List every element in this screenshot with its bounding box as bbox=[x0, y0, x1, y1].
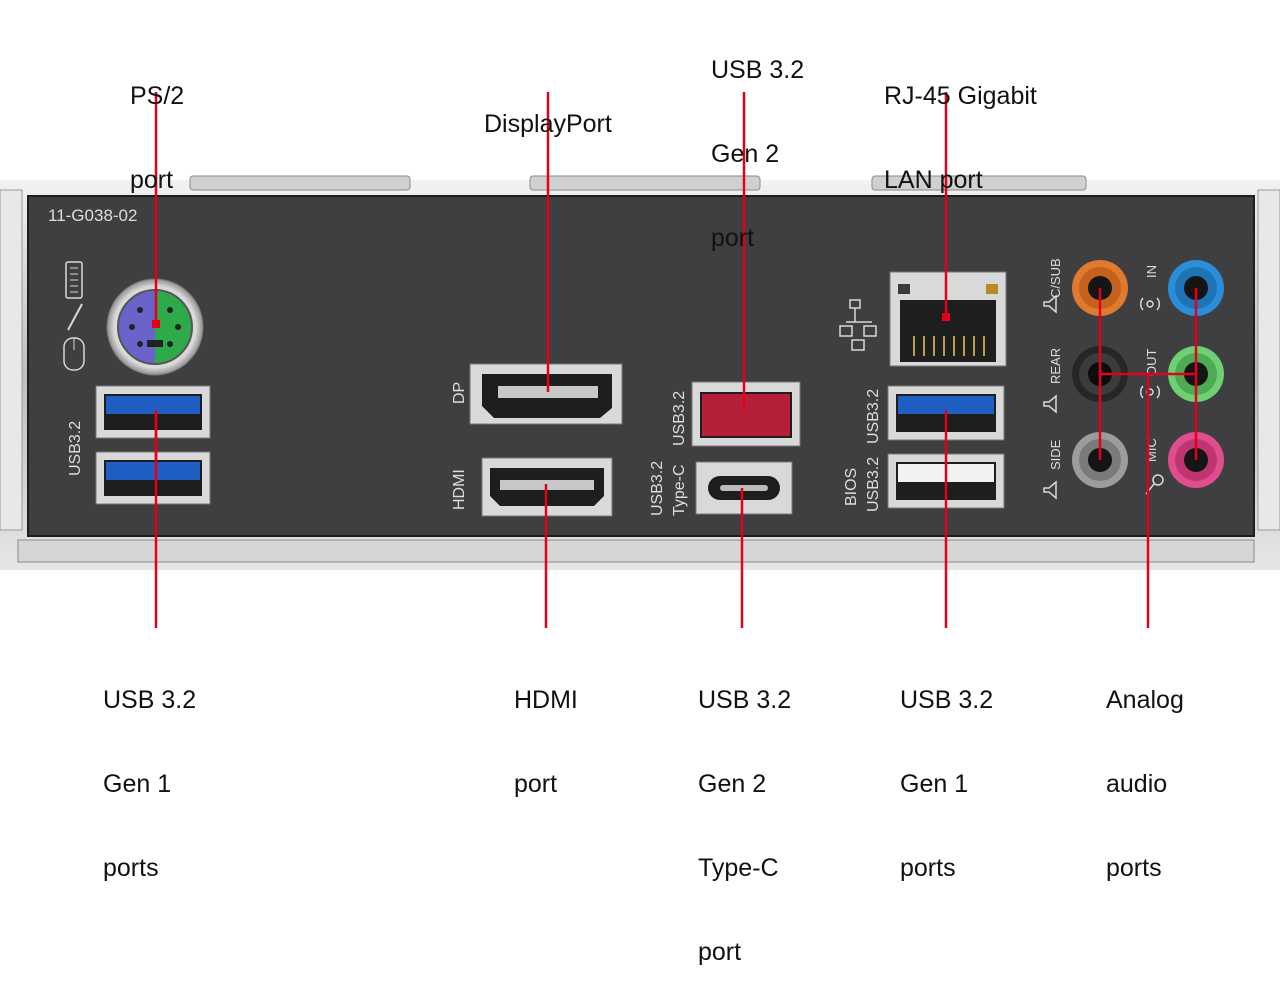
hdmi-label: HDMI bbox=[451, 469, 468, 510]
callout-audio-line1: Analog bbox=[1106, 686, 1184, 714]
callout-hdmi-line2: port bbox=[514, 770, 558, 798]
callout-displayport: DisplayPort bbox=[484, 54, 612, 166]
dp-label: DP bbox=[451, 382, 468, 404]
usb32-left-ports bbox=[95, 385, 211, 505]
leader-ps2 bbox=[152, 92, 160, 328]
callout-rj45-line1: RJ-45 Gigabit bbox=[884, 82, 1037, 110]
callout-usb-gen2-line3: port bbox=[711, 224, 755, 252]
panel-face bbox=[27, 195, 1255, 537]
keyboard-icon bbox=[65, 261, 83, 299]
audio-label-rear: REAR bbox=[1048, 348, 1063, 384]
leader-rj45 bbox=[942, 92, 950, 321]
callout-audio-line2: audio bbox=[1106, 770, 1168, 798]
callout-rj45-line2: LAN port bbox=[884, 166, 983, 194]
slash-divider bbox=[67, 303, 83, 331]
usb32-gen2-red-port bbox=[691, 381, 801, 447]
usb32-right-label: USB3.2 bbox=[865, 389, 882, 444]
callout-usb-gen1-right-line1: USB 3.2 bbox=[900, 686, 994, 714]
callout-hdmi: HDMI port bbox=[514, 630, 578, 826]
callout-displayport-line1: DisplayPort bbox=[484, 110, 612, 138]
callout-usb-gen1-right-line2: Gen 1 bbox=[900, 770, 969, 798]
callout-usb-gen2: USB 3.2 Gen 2 port bbox=[711, 0, 804, 280]
callout-usb-gen1-left-line1: USB 3.2 bbox=[103, 686, 197, 714]
typec-label-2: Type-C bbox=[671, 464, 688, 516]
callout-rj45: RJ-45 Gigabit LAN port bbox=[884, 26, 1037, 222]
callout-usb-gen2-line1: USB 3.2 bbox=[711, 56, 805, 84]
leader-audio bbox=[1098, 288, 1198, 628]
audio-label-out: OUT bbox=[1144, 349, 1159, 377]
ps2-port bbox=[106, 278, 204, 376]
callout-usb-typec-line4: port bbox=[698, 938, 742, 966]
callout-ps2-line1: PS/2 bbox=[130, 82, 185, 110]
typec-label-1: USB3.2 bbox=[649, 461, 666, 516]
callout-ps2: PS/2 port bbox=[130, 26, 184, 222]
bios-label-1: BIOS bbox=[843, 468, 860, 506]
audio-label-csub: C/SUB bbox=[1048, 258, 1063, 298]
lan-icon bbox=[839, 299, 877, 351]
usb32-left-label: USB3.2 bbox=[67, 421, 84, 476]
callout-usb-typec-line3: Type-C bbox=[698, 854, 779, 882]
speaker-icon bbox=[1043, 294, 1057, 500]
callout-usb-typec-line1: USB 3.2 bbox=[698, 686, 792, 714]
mouse-icon bbox=[63, 337, 85, 371]
audio-label-mic: MIC bbox=[1144, 438, 1159, 462]
callout-usb-gen1-right-line3: ports bbox=[900, 854, 956, 882]
callout-usb-gen1-right: USB 3.2 Gen 1 ports bbox=[900, 630, 993, 910]
io-shield-illustration: 11-G038-02 USB3.2 bbox=[0, 92, 1280, 628]
callout-usb-typec: USB 3.2 Gen 2 Type-C port bbox=[698, 630, 791, 994]
callout-usb-gen1-left-line3: ports bbox=[103, 854, 159, 882]
audio-label-in: IN bbox=[1144, 265, 1159, 278]
usb-typec-port bbox=[695, 461, 793, 515]
callout-ps2-line2: port bbox=[130, 166, 174, 194]
part-number: 11-G038-02 bbox=[48, 206, 137, 225]
io-shield-diagram: 11-G038-02 USB3.2 bbox=[0, 92, 1280, 628]
bios-label-2: USB3.2 bbox=[865, 457, 882, 512]
audio-label-side: SIDE bbox=[1048, 439, 1063, 470]
displayport-port bbox=[469, 363, 623, 425]
callout-audio-line3: ports bbox=[1106, 854, 1162, 882]
rj45-port bbox=[889, 271, 1007, 367]
callout-usb-gen2-line2: Gen 2 bbox=[711, 140, 780, 168]
callout-usb-gen1-left: USB 3.2 Gen 1 ports bbox=[103, 630, 196, 910]
callout-hdmi-line1: HDMI bbox=[514, 686, 578, 714]
leader-lines bbox=[152, 92, 1198, 628]
callout-usb-gen1-left-line2: Gen 1 bbox=[103, 770, 172, 798]
callout-usb-typec-line2: Gen 2 bbox=[698, 770, 767, 798]
usb32-red-label: USB3.2 bbox=[671, 391, 688, 446]
callout-audio: Analog audio ports bbox=[1106, 630, 1184, 910]
